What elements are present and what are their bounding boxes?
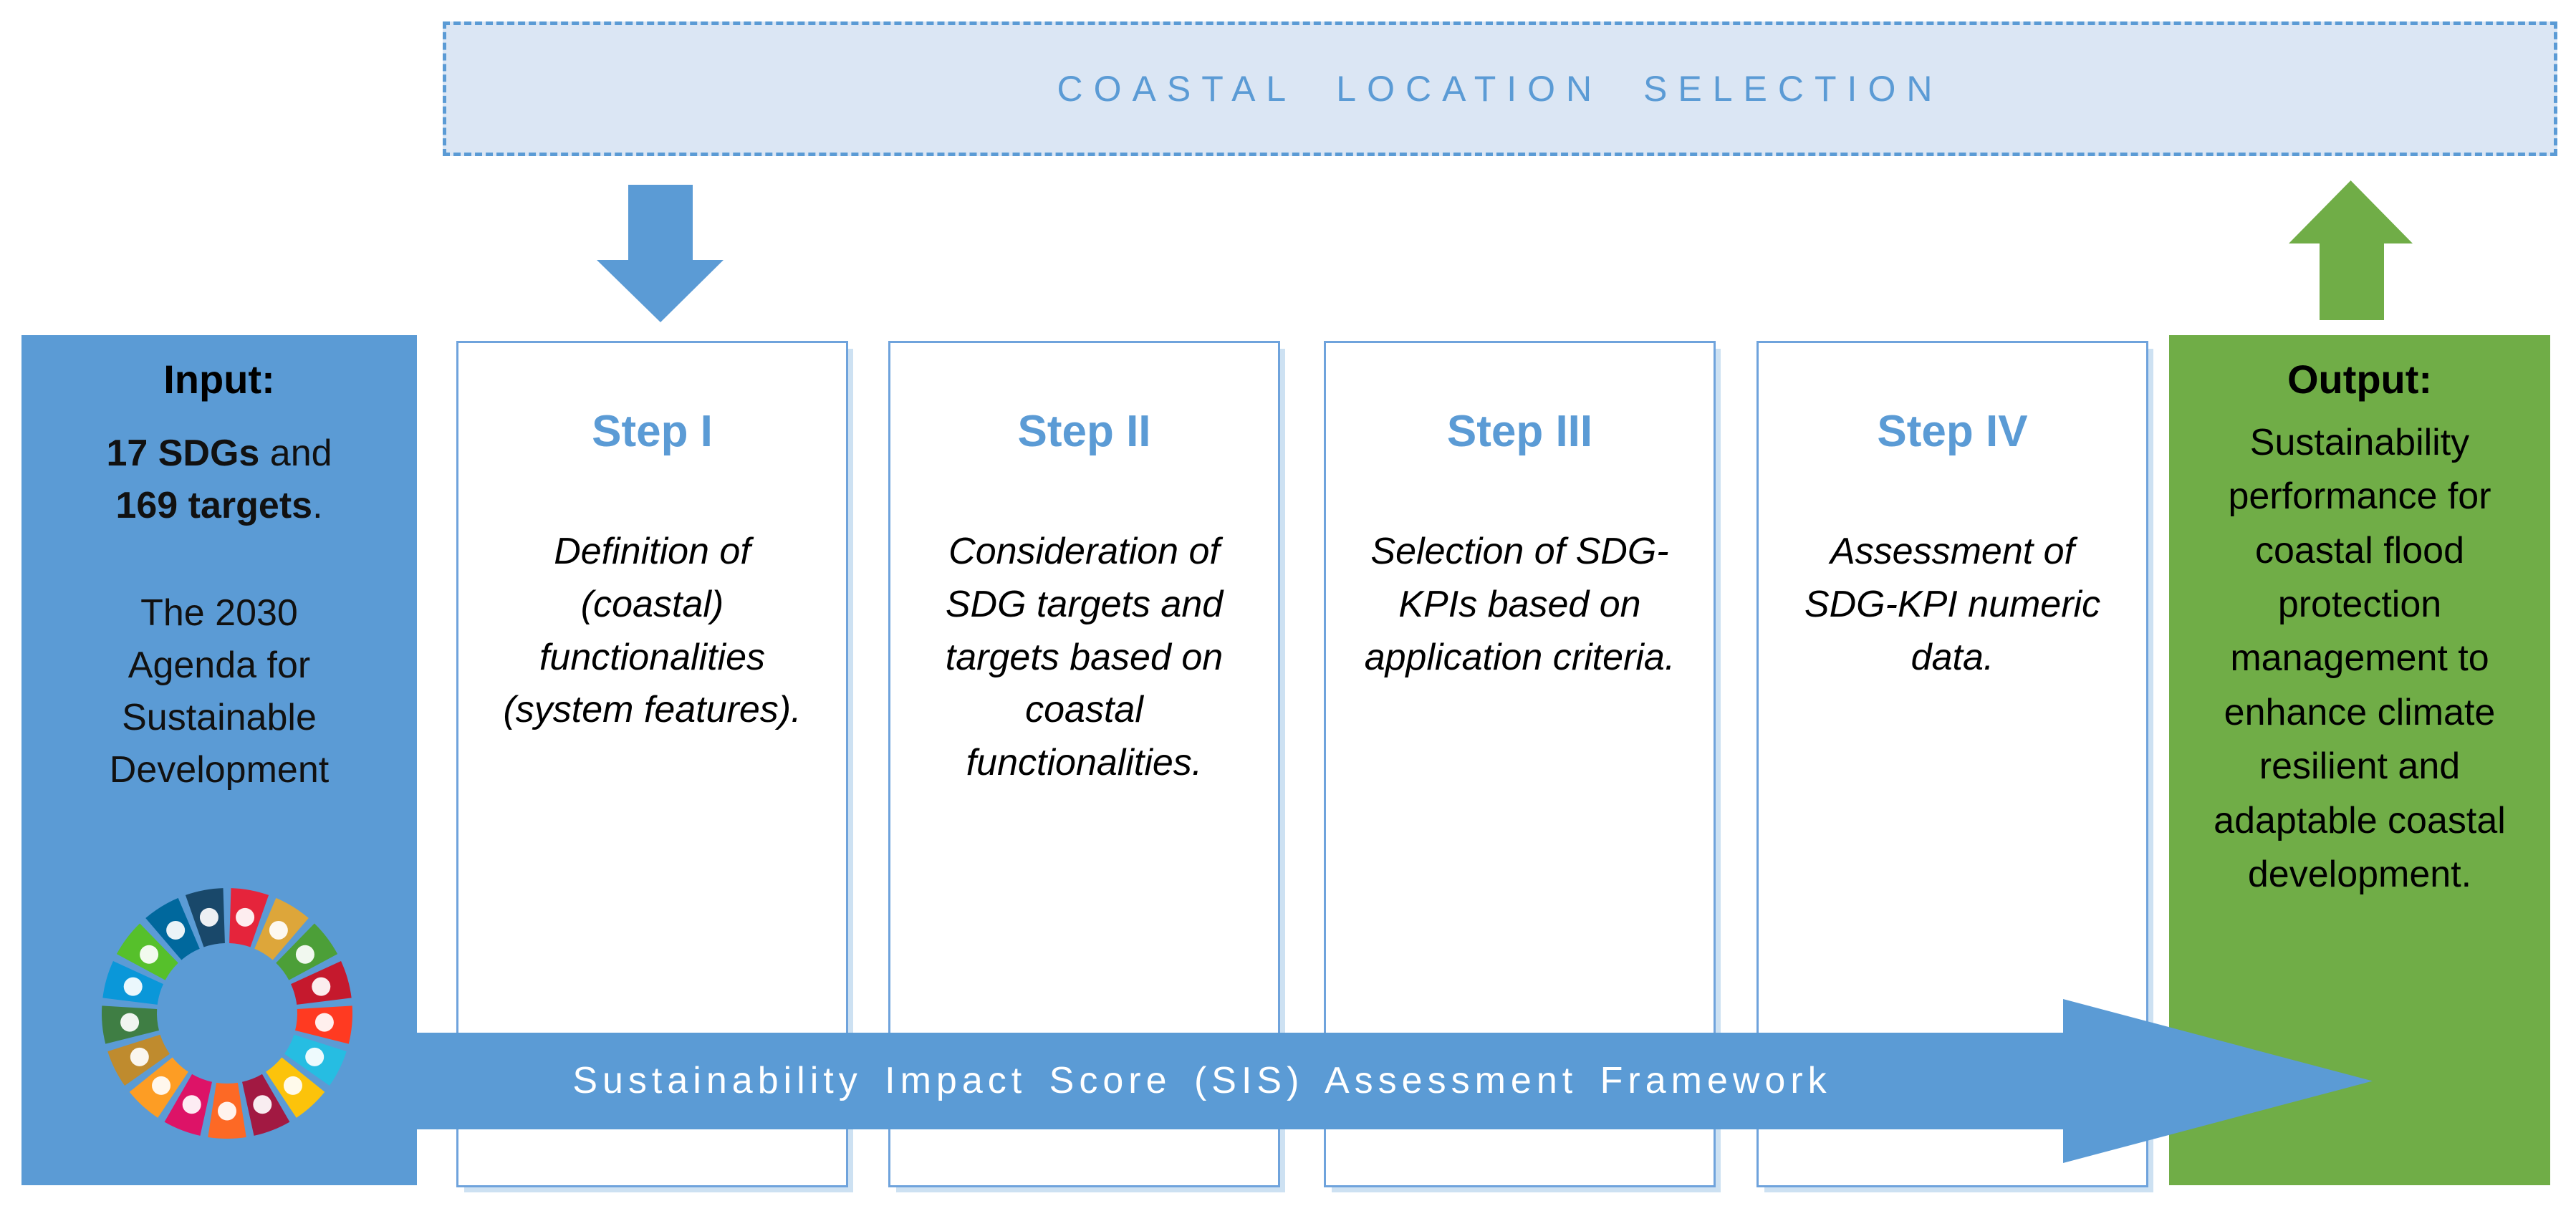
sdg-segment-icon bbox=[166, 920, 186, 940]
sdg-segment-icon bbox=[314, 1013, 334, 1032]
step-1-description: Definition of (coastal) functionalities … bbox=[503, 531, 802, 731]
sdg-segment-icon bbox=[182, 1095, 201, 1114]
sis-flow-arrow-label: Sustainability Impact Score (SIS) Assess… bbox=[572, 1060, 1832, 1101]
output-heading: Output: bbox=[2287, 357, 2433, 402]
coastal-location-selection-title: COASTAL LOCATION SELECTION bbox=[1057, 69, 1943, 109]
step-4-description: Assessment of SDG-KPI numeric data. bbox=[1804, 531, 2101, 678]
sdg-segment-icon bbox=[312, 977, 331, 996]
sis-flow-arrow bbox=[219, 999, 2373, 1163]
sdg-segment-icon bbox=[253, 1095, 272, 1114]
sdg-segment-icon bbox=[130, 1047, 149, 1066]
step-4-title: Step IV bbox=[1877, 407, 2028, 456]
step-2-description: Consideration of SDG targets and targets… bbox=[945, 531, 1224, 784]
output-box: Output: Sustainability performance for c… bbox=[2169, 335, 2550, 1185]
step-3-title: Step III bbox=[1446, 407, 1593, 456]
input-sdg-line2: 169 targets. bbox=[115, 484, 323, 526]
step-3-description: Selection of SDG-KPIs based on applicati… bbox=[1364, 531, 1676, 678]
sdg-segment-icon bbox=[120, 1013, 140, 1032]
sdg-segment-icon bbox=[269, 920, 288, 940]
sdg-segment-icon bbox=[123, 977, 143, 996]
up-arrow-icon bbox=[2289, 180, 2413, 320]
step-2-title: Step II bbox=[1017, 407, 1151, 456]
sdg-segment-icon bbox=[305, 1047, 325, 1066]
sdg-segment-icon bbox=[140, 945, 159, 964]
sdg-segment-icon bbox=[218, 1101, 236, 1121]
coastal-location-selection-box: COASTAL LOCATION SELECTION bbox=[443, 21, 2557, 156]
input-sdg-line1: 17 SDGs and bbox=[106, 432, 332, 474]
step-1-title: Step I bbox=[592, 407, 713, 456]
input-heading: Input: bbox=[163, 357, 275, 402]
sdg-segment-icon bbox=[283, 1076, 302, 1095]
sdg-segment-icon bbox=[295, 945, 314, 964]
sdg-segment-icon bbox=[152, 1076, 171, 1095]
input-sdg-summary: 17 SDGs and 169 targets. bbox=[40, 428, 398, 532]
sdg-segment-icon bbox=[199, 907, 218, 927]
sdg-segment-icon bbox=[236, 907, 255, 927]
input-agenda-text: The 2030 Agenda for Sustainable Developm… bbox=[109, 592, 330, 791]
output-body-text: Sustainability performance for coastal f… bbox=[2214, 421, 2506, 895]
down-arrow-icon bbox=[597, 185, 724, 322]
sdg-wheel-logo bbox=[102, 888, 352, 1139]
